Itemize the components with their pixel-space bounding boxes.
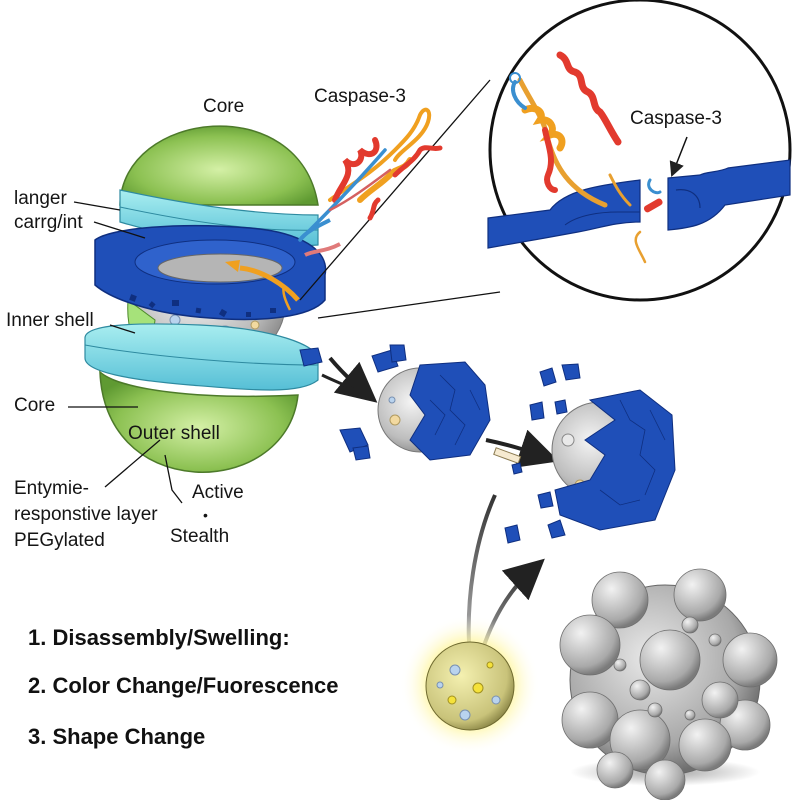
caspase-3-protein xyxy=(298,107,443,242)
label-enzyme-line1: Entymie- xyxy=(14,478,89,499)
step-1-disassembly: 1. Disassembly/Swelling: xyxy=(28,625,290,650)
inset-label-caspase-3: Caspase-3 xyxy=(630,108,722,129)
fluorescent-particle xyxy=(400,615,540,755)
label-outer-shell: Outer shell xyxy=(128,423,220,444)
label-langer: langer xyxy=(14,188,67,209)
label-core-left: Core xyxy=(14,395,56,416)
swollen-particle xyxy=(559,568,778,800)
label-active: Active xyxy=(192,482,244,503)
layered-nanoparticle xyxy=(84,125,341,473)
step-3-shape-change: 3. Shape Change xyxy=(28,724,206,749)
label-core-top: Core xyxy=(203,96,245,117)
leader-lines xyxy=(68,79,501,504)
label-bullet: • xyxy=(203,507,208,523)
step-2-color-change: 2. Color Change/Fuorescence xyxy=(28,673,339,698)
core-top-dome xyxy=(119,125,319,206)
label-carrgint: carrg/int xyxy=(14,212,83,233)
label-caspase-3: Caspase-3 xyxy=(314,86,406,107)
disassembly-sequence xyxy=(299,344,676,666)
label-enzyme-line2: responstive layer xyxy=(14,504,158,525)
zoom-inset xyxy=(487,0,792,302)
label-inner-shell: Inner shell xyxy=(6,310,94,331)
cyan-band-lower xyxy=(84,323,319,391)
label-pegylated: PEGylated xyxy=(14,530,105,551)
core-bottom-dome xyxy=(99,370,299,473)
label-stealth: Stealth xyxy=(170,526,230,547)
